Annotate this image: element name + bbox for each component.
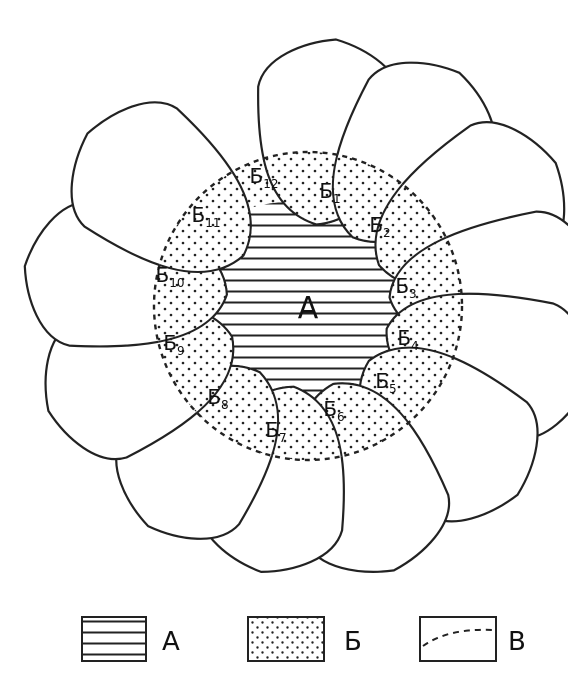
legend-item-v: В (420, 617, 526, 661)
legend-label-a: А (162, 627, 180, 657)
legend-item-a: А (82, 617, 180, 661)
legend-label-b: Б (344, 627, 362, 657)
legend-swatch-dots (248, 617, 324, 661)
legend-item-b: Б (248, 617, 362, 661)
legend-swatch-hatched (82, 617, 146, 661)
legend-label-v: В (508, 627, 526, 657)
legend-swatch-dashed-curve (420, 617, 496, 661)
legend: А Б В (82, 617, 526, 661)
center-label: А (298, 291, 319, 326)
